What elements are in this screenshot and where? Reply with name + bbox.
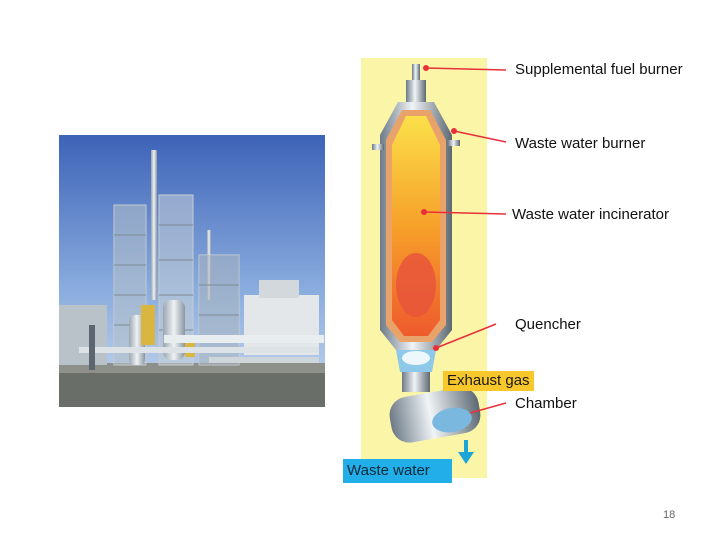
label-exhaust-gas: Exhaust gas — [443, 371, 534, 391]
label-quencher: Quencher — [515, 316, 581, 333]
label-chamber: Chamber — [515, 395, 577, 412]
page-number: 18 — [663, 509, 676, 521]
plant-photo — [59, 135, 325, 407]
callout-lines — [423, 67, 507, 414]
label-supplemental-fuel-burner: Supplemental fuel burner — [515, 61, 683, 78]
label-waste-water-burner: Waste water burner — [515, 135, 646, 152]
label-waste-water-incinerator: Waste water incinerator — [512, 206, 670, 223]
label-waste-water: Waste water — [343, 459, 452, 483]
